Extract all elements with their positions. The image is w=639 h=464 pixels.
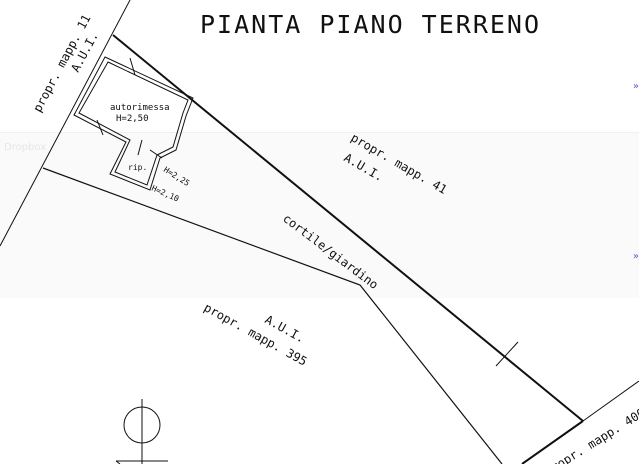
room-height-garage: H=2,50 bbox=[116, 114, 149, 124]
room-height-storage-1: H=2,25 bbox=[162, 165, 191, 188]
building bbox=[73, 56, 194, 191]
yard-label: cortile/giardino bbox=[280, 211, 381, 292]
south-boundary bbox=[521, 420, 584, 464]
southwest-boundary bbox=[42, 167, 503, 464]
west-boundary bbox=[0, 0, 131, 247]
orientation-symbol bbox=[115, 399, 168, 464]
drawing-title: PIANTA PIANO TERRENO bbox=[200, 10, 541, 39]
scroll-marker[interactable]: » bbox=[632, 81, 639, 92]
tick-mark bbox=[495, 341, 519, 367]
se-owner-label: propr. mapp. 400. bbox=[542, 402, 639, 464]
watermark: Dropbox bbox=[4, 142, 47, 153]
room-height-storage-2: H=2,10 bbox=[150, 184, 180, 204]
neighbor-boundary bbox=[582, 380, 639, 422]
scroll-marker[interactable]: » bbox=[632, 251, 639, 262]
room-label-garage: autorimessa bbox=[110, 103, 170, 113]
room-label-storage: rip. bbox=[128, 163, 147, 172]
east-boundary bbox=[112, 34, 584, 422]
